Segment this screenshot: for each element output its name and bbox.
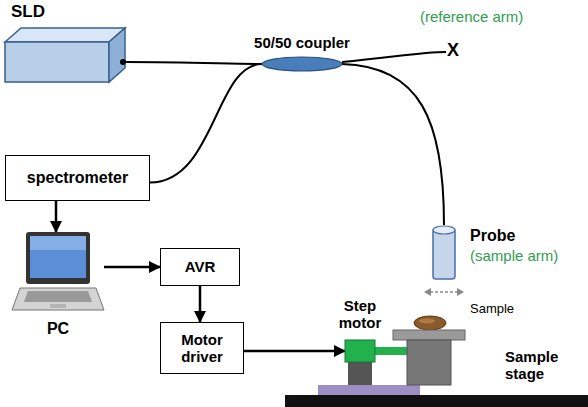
node-label: 50/50 coupler xyxy=(222,34,382,51)
probe-shape xyxy=(433,225,455,283)
stage-base xyxy=(285,395,588,407)
pc-laptop: PC xyxy=(12,232,104,314)
motor-driver-box: Motor driver xyxy=(160,322,244,374)
node-label: AVR xyxy=(185,258,216,275)
node-label: Motor driver xyxy=(167,331,237,366)
signal-arrow xyxy=(199,286,202,322)
node-label: Probe xyxy=(470,227,515,245)
signal-arrow xyxy=(244,350,345,353)
node-label: Sample stage xyxy=(505,348,585,383)
stage-plate xyxy=(318,385,420,395)
arm-label: (reference arm) xyxy=(420,8,523,25)
sample-stage-shape xyxy=(407,340,451,385)
node-label: Sample xyxy=(470,302,514,317)
pc-laptop-shape xyxy=(12,232,104,314)
probe-scan-arrow xyxy=(424,288,464,296)
end-mark: X xyxy=(447,40,459,61)
motor-mount xyxy=(348,362,372,385)
fiber-line xyxy=(342,64,444,225)
motor-shaft xyxy=(375,347,407,355)
fiber-line xyxy=(125,62,262,64)
fiber-line xyxy=(150,64,262,183)
sld-source: SLD xyxy=(5,28,125,82)
sample: Sample xyxy=(414,316,446,330)
node-label: PC xyxy=(12,320,104,338)
coupler: 50/50 coupler xyxy=(262,57,342,71)
signal-arrow xyxy=(55,201,58,232)
avr-box: AVR xyxy=(160,248,240,286)
step-motor-shape xyxy=(345,340,375,362)
signal-arrow xyxy=(104,266,160,269)
coupler-shape xyxy=(262,57,342,71)
node-label: spectrometer xyxy=(27,169,128,187)
reference-fiber xyxy=(342,52,446,62)
step-motor: Step motor xyxy=(345,340,375,362)
node-label: (sample arm) xyxy=(470,247,558,264)
probe: Probe(sample arm) xyxy=(433,225,455,283)
sample-stage: Sample stage xyxy=(407,340,451,385)
node-label: Step motor xyxy=(325,297,395,332)
node-label: SLD xyxy=(11,2,45,22)
spectrometer-box: spectrometer xyxy=(5,155,150,201)
sample-shape xyxy=(414,316,446,330)
sld-source-shape xyxy=(5,28,125,82)
